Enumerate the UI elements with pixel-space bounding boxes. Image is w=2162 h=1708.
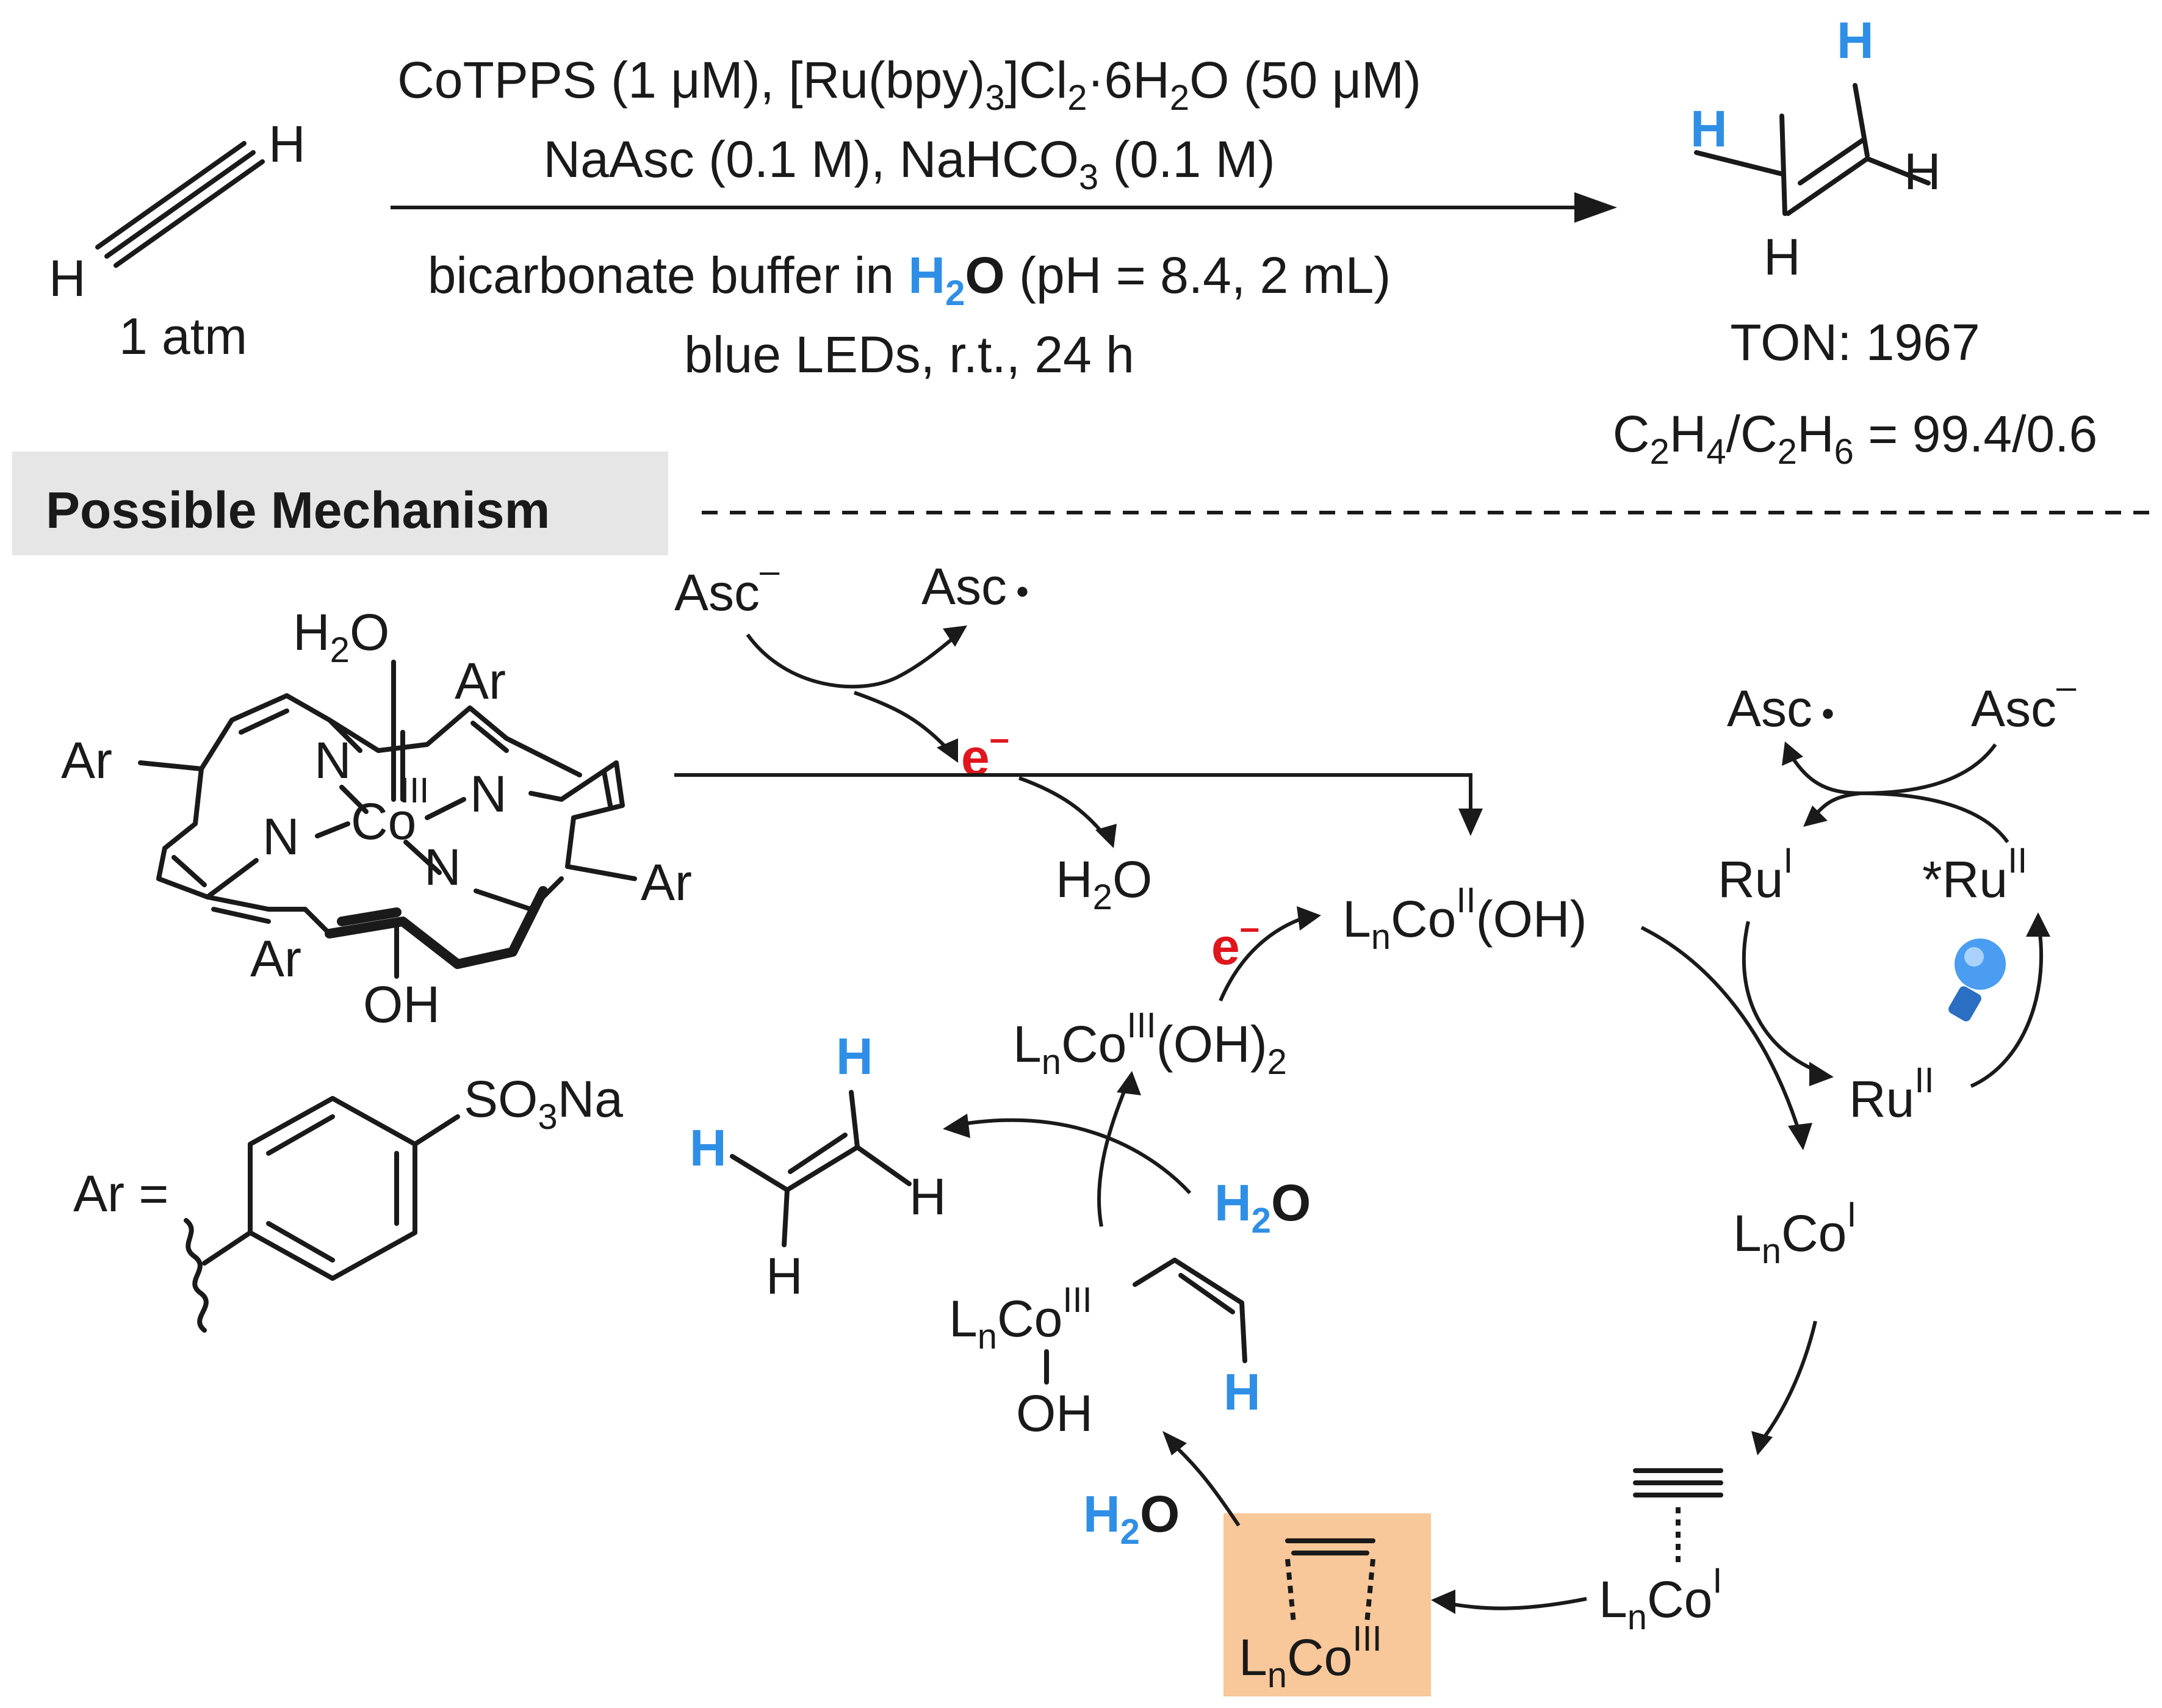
co-oxidation: III: [400, 771, 429, 810]
svg-text:H: H: [836, 1028, 873, 1085]
acetylene-reactant: H H 1 atm: [49, 115, 306, 365]
n-4: N: [424, 838, 461, 896]
reaction-conditions-below: bicarbonate buffer in H2O (pH = 8.4, 2 m…: [428, 247, 1391, 383]
reactant-pressure: 1 atm: [119, 308, 247, 365]
co-i: LnCoI: [1733, 1195, 1857, 1271]
svg-text:H: H: [1223, 1363, 1261, 1421]
cobalt-metallacycle: LnCoIII: [1239, 1538, 1382, 1695]
ar-top: Ar: [455, 652, 506, 710]
metallacycle-highlight: [1223, 1513, 1431, 1696]
water-product: H2O: [1056, 851, 1152, 917]
alkyne-pi-complex: LnCoI: [1599, 1468, 1723, 1637]
n-1: N: [314, 732, 351, 789]
ar-right: Ar: [641, 854, 692, 911]
asc-radical-right: Asc•: [1727, 680, 1834, 737]
ethylene-product: H H H H: [1690, 12, 1941, 286]
ar-equals: Ar =: [73, 1165, 168, 1222]
entry-arrow: [674, 773, 1472, 824]
svg-text:LnCoIII: LnCoIII: [949, 1280, 1092, 1357]
axial-oh: OH: [363, 976, 440, 1033]
ar-left: Ar: [61, 732, 112, 789]
cotpps-porphyrin-structure: H2O Ar Ar Ar Ar N N N N Co III OH: [61, 604, 692, 1033]
water-reagent-1: H2O: [1083, 1485, 1180, 1552]
vinyl-cobalt-hydroxide: LnCoIII H OH: [949, 1258, 1261, 1442]
e-minus-2: e–: [1211, 908, 1259, 975]
ru-ii: RuII: [1849, 1061, 1934, 1128]
co-ii-hydroxide: LnCoII(OH): [1342, 881, 1587, 957]
selectivity-ratio: C2H4/C2H6 = 99.4/0.6: [1613, 405, 2097, 472]
product-h-1: H: [1837, 12, 1874, 69]
ton-value: TON: 1967: [1730, 314, 1980, 371]
ru-ii-excited: *RuII: [1922, 841, 2027, 908]
asc-radical-top: Asc•: [921, 558, 1029, 615]
conditions-line-4: blue LEDs, r.t., 24 h: [684, 326, 1134, 383]
product-h-4: H: [1764, 228, 1801, 286]
asc-minus-top: Asc–: [674, 551, 780, 621]
product-h-3: H: [1904, 143, 1941, 200]
reactant-h-top: H: [268, 115, 306, 173]
light-bulb-icon: [1948, 939, 2006, 1022]
svg-text:LnCoIII: LnCoIII: [1239, 1619, 1382, 1695]
axial-h2o: H2O: [293, 604, 389, 670]
conditions-line-3: bicarbonate buffer in H2O (pH = 8.4, 2 m…: [428, 247, 1391, 313]
n-2: N: [470, 765, 507, 823]
so3na: SO3Na: [464, 1070, 623, 1137]
asc-oxidation-arrow: [746, 630, 962, 689]
svg-text:H: H: [690, 1119, 727, 1177]
product-h-2: H: [1690, 100, 1728, 157]
ru-i: RuI: [1718, 841, 1793, 908]
reactant-h-bottom: H: [49, 250, 86, 307]
svg-text:LnCoI: LnCoI: [1599, 1561, 1723, 1637]
ar-bottom: Ar: [250, 930, 301, 987]
mechanism-banner: [12, 452, 668, 555]
svg-text:H: H: [909, 1168, 946, 1225]
svg-text:OH: OH: [1016, 1385, 1093, 1442]
conditions-line-2: NaAsc (0.1 M), NaHCO3 (0.1 M): [543, 131, 1275, 197]
reaction-conditions-above: CoTPPS (1 μM), [Ru(bpy)3]Cl2·6H2O (50 μM…: [397, 51, 1421, 197]
svg-text:H: H: [766, 1247, 803, 1305]
co-iii-dihydroxide: LnCoIII(OH)2: [1013, 1006, 1287, 1082]
conditions-line-1: CoTPPS (1 μM), [Ru(bpy)3]Cl2·6H2O (50 μM…: [397, 51, 1421, 118]
asc-minus-right: Asc–: [1971, 667, 2077, 737]
water-reagent-2: H2O: [1214, 1174, 1311, 1241]
mechanism-banner-label: Possible Mechanism: [46, 481, 550, 539]
ethylene-released: H H H H: [690, 1028, 946, 1305]
n-3: N: [262, 808, 300, 865]
aryl-definition: Ar = SO3Na: [73, 1070, 623, 1333]
